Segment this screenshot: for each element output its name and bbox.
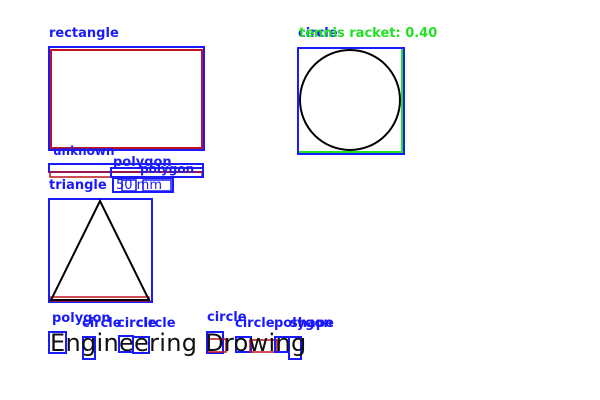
value-detection-box: [112, 177, 174, 193]
label-polygon-mid-2: polygon: [140, 162, 195, 176]
label-triangle: triangle: [49, 178, 107, 193]
text-red-box-2: [249, 339, 278, 353]
label-circle-b2: circle: [117, 316, 157, 331]
drawing-title-text: Engineering Drowing: [50, 329, 307, 357]
rectangle-shape: [50, 49, 203, 149]
circle-shape: [299, 49, 401, 151]
label-shape-b6: shape: [290, 316, 334, 331]
label-circle-b1: circle: [82, 316, 122, 331]
label-polygon-bottom: polygon: [52, 311, 111, 326]
label-circle-b4: circle: [207, 310, 247, 325]
label-unknown: unknown: [53, 144, 115, 158]
label-polygon-b2: polygon: [274, 316, 333, 331]
racket-detection-box: [297, 47, 403, 153]
label-rectangle: rectangle: [49, 26, 119, 41]
label-circle-b3: circle: [136, 316, 176, 331]
value-sub-box-1: [121, 179, 137, 192]
text-box-E: [48, 331, 67, 354]
text-box-e3: [132, 336, 150, 354]
text-box-g2: [288, 336, 302, 360]
label-circle-top: circle: [298, 26, 338, 41]
text-box-o: [235, 336, 252, 353]
text-red-box-1: [208, 338, 227, 353]
triangle-shape: [49, 198, 151, 301]
text-box-D: [206, 331, 224, 354]
label-tennis-racket: tennis racket: 0.40: [299, 26, 438, 41]
label-polygon-mid: polygon: [113, 155, 172, 170]
rectangle-detection-box: [48, 46, 205, 151]
triangle-detection-box: [48, 198, 153, 303]
label-value: 50 mm: [116, 178, 163, 193]
label-circle-b5: circle: [235, 316, 275, 331]
text-box-g1: [82, 336, 96, 360]
circle-detection-box: [297, 47, 405, 155]
value-sub-box-2: [142, 179, 172, 192]
